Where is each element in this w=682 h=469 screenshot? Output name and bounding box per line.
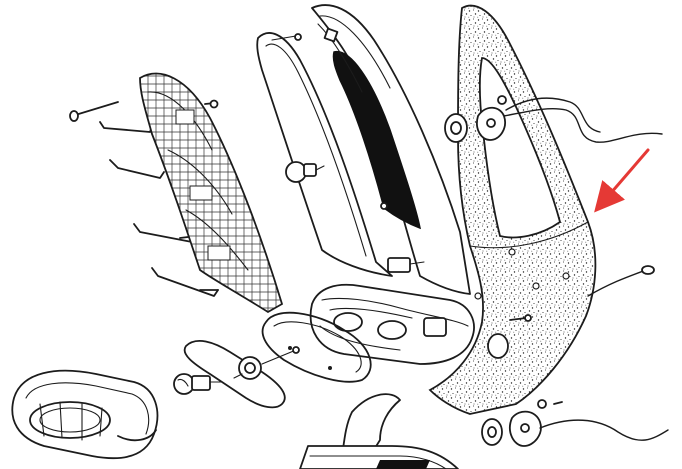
annotation-arrow — [594, 148, 650, 213]
lens-cover-vertical — [139, 72, 284, 314]
mounting-screw — [69, 99, 219, 122]
lens-cover-left-bottom — [11, 369, 159, 460]
reflector-frame — [311, 4, 471, 295]
bottom-trim — [299, 393, 459, 469]
bulb-holder — [183, 339, 300, 409]
frame-gasket — [256, 32, 393, 277]
grommet-upper — [444, 95, 507, 143]
grommet-lower — [481, 399, 547, 447]
small-bulb — [285, 161, 325, 183]
wire-harness — [503, 97, 669, 441]
lens-gasket — [261, 311, 372, 383]
bulb — [173, 373, 223, 395]
